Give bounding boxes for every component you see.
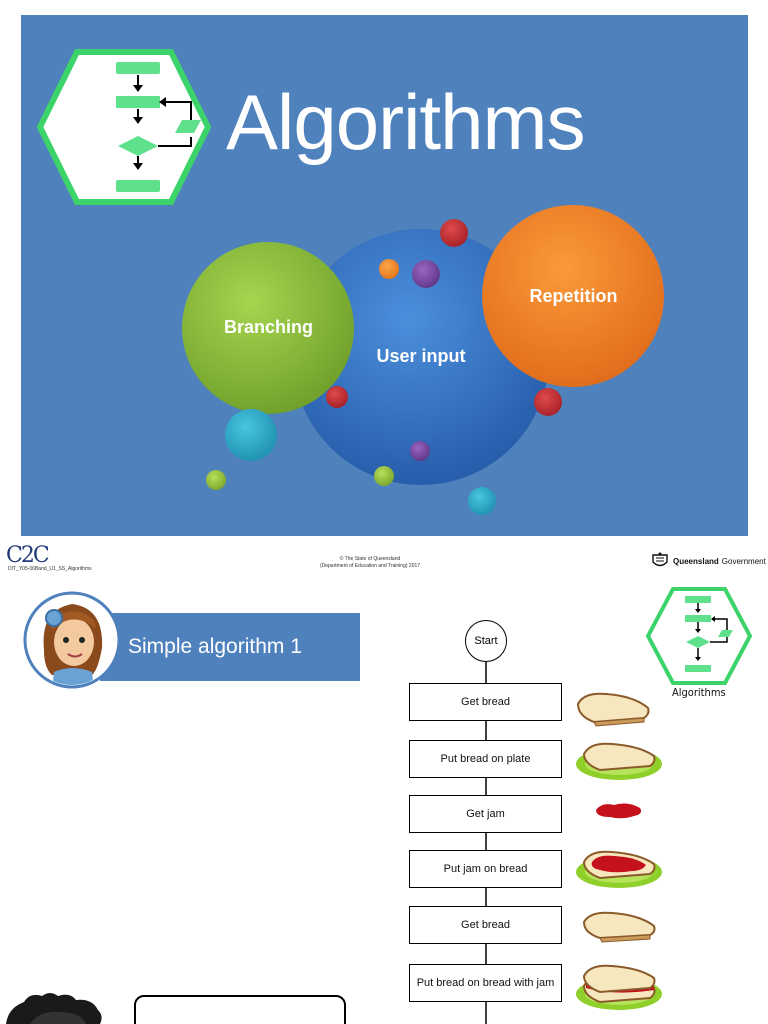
branching-label: Branching [223,317,313,337]
bread-slice-icon-2 [582,911,656,943]
flowchart-step: Get jam [409,795,562,833]
flowchart-step: Put jam on bread [409,850,562,888]
boy-character-icon [6,993,102,1024]
small-bubble [410,441,430,461]
branching-bubble [182,242,354,414]
algorithms-logo-label: Algorithms [672,686,726,699]
flowchart-step: Get bread [409,683,562,721]
flowchart-step: Put bread on plate [409,740,562,778]
small-bubble [379,259,399,279]
slide1-graphics [36,49,664,515]
slide-title: Algorithms [226,78,585,166]
qld-crest-icon [652,552,668,567]
jam-blob-icon [596,803,642,819]
flowchart-step: Get bread [409,906,562,944]
gov-name-bold: Queensland [673,556,719,566]
small-bubble [206,470,226,490]
algorithms-small-logo-icon [645,587,753,685]
small-bubble [326,386,348,408]
small-bubble [225,409,277,461]
c2c-logo: C2C [6,543,50,568]
copyright-line-1: © The State of Queensland [339,556,401,562]
small-bubble [412,260,440,288]
bread-with-jam-icon [576,850,662,888]
small-bubble [468,487,496,515]
jam-sandwich-icon [576,964,662,1010]
speech-box [134,995,346,1024]
small-bubble [440,219,468,247]
small-bubble [374,466,394,486]
repetition-bubble [482,205,664,387]
flowchart-step: Put bread on bread with jam [409,964,562,1002]
bread-slice-icon [576,692,650,727]
slide2-heading: Simple algorithm 1 [128,635,302,658]
slide-algorithms-title: Algorithms Branching User input Repetiti… [21,15,748,536]
user-input-label: User input [376,346,466,366]
queensland-government-logo: Queensland Government [650,552,766,570]
gov-name-rest: Government [721,556,766,566]
bread-on-plate-icon [576,742,662,780]
algorithms-logo-icon [36,49,212,205]
small-bubble [534,388,562,416]
repetition-label: Repetition [529,286,618,306]
document-code: DIT_Y05-06Band_U1_SS_Algorithms [8,566,92,572]
flowchart-start: Start [465,620,507,662]
heading-bar [100,613,360,681]
copyright-line-2: (Department of Education and Training) 2… [319,563,421,569]
copyright-notice: © The State of Queensland (Department of… [270,556,470,570]
character-avatar-icon [23,591,121,689]
